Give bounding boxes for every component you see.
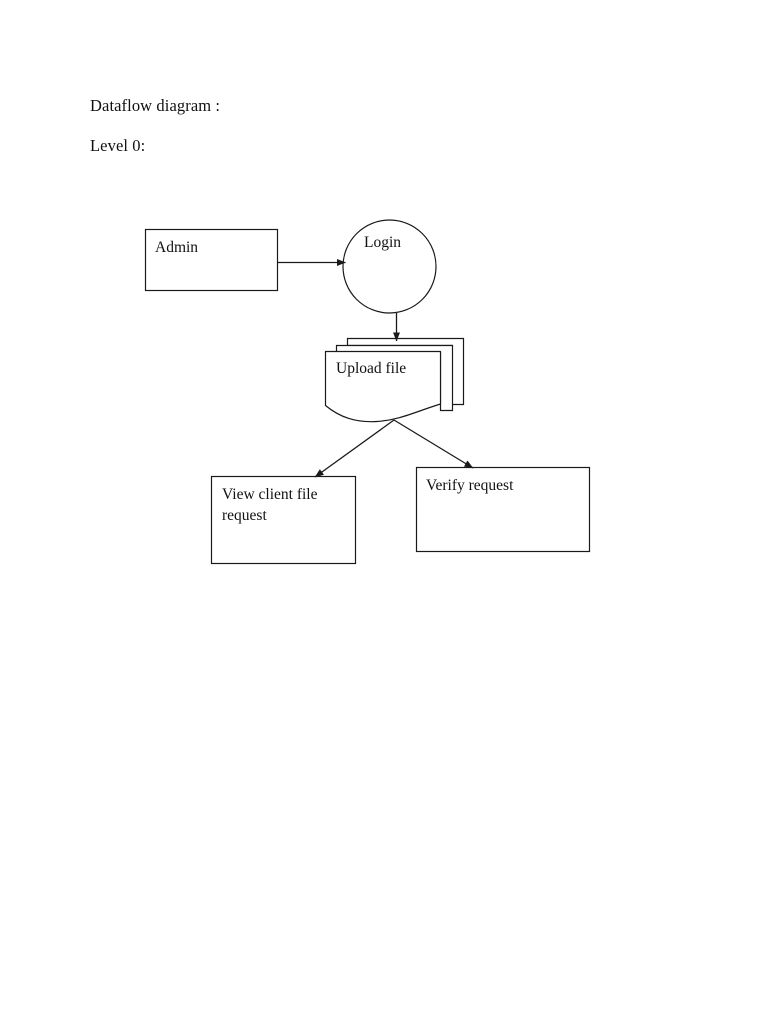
edge-upload-file-to-verify-request — [393, 419, 474, 469]
upload-file-sheet-front — [324, 350, 442, 423]
node-upload-file-label: Upload file — [336, 360, 407, 377]
node-admin-shape[interactable] — [144, 228, 279, 292]
page-title: Dataflow diagram : — [90, 96, 221, 115]
node-verify-request-label: Verify request — [426, 477, 514, 494]
edge-upload-file-to-view-client-file-request — [314, 419, 395, 478]
page-subtitle-level: Level 0: — [90, 136, 146, 155]
node-login-shape[interactable] — [342, 219, 437, 314]
node-view-client-file-request-label: View client file request — [222, 486, 318, 524]
node-upload-file-shape[interactable] — [324, 337, 465, 423]
node-verify-request-shape[interactable] — [415, 466, 591, 553]
node-login-label: Login — [364, 234, 402, 251]
node-view-client-file-request-shape[interactable] — [210, 475, 357, 565]
node-admin-label: Admin — [155, 239, 199, 256]
